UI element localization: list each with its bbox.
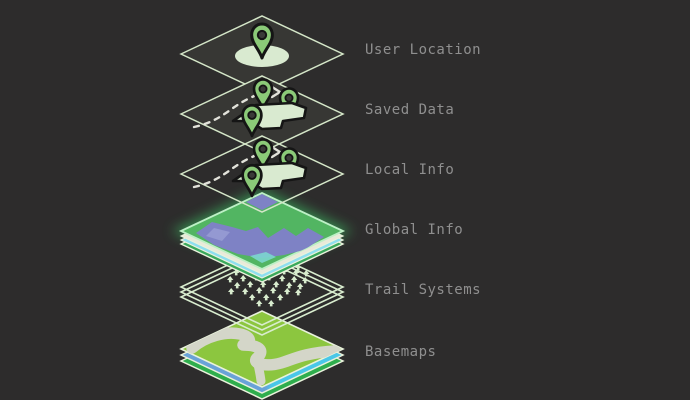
layer-basemaps-illustration	[180, 310, 344, 400]
label-local-info: Local Info	[365, 162, 455, 178]
layer-user-location-illustration	[180, 15, 344, 93]
label-saved-data: Saved Data	[365, 102, 455, 118]
label-trail-systems: Trail Systems	[365, 282, 482, 298]
continent-shapes	[196, 194, 324, 263]
label-basemaps: Basemaps	[365, 344, 437, 360]
river-shape	[186, 327, 341, 386]
label-global-info: Global Info	[365, 222, 464, 238]
layer-global-info-illustration	[171, 188, 353, 283]
label-user-location: User Location	[365, 42, 482, 58]
